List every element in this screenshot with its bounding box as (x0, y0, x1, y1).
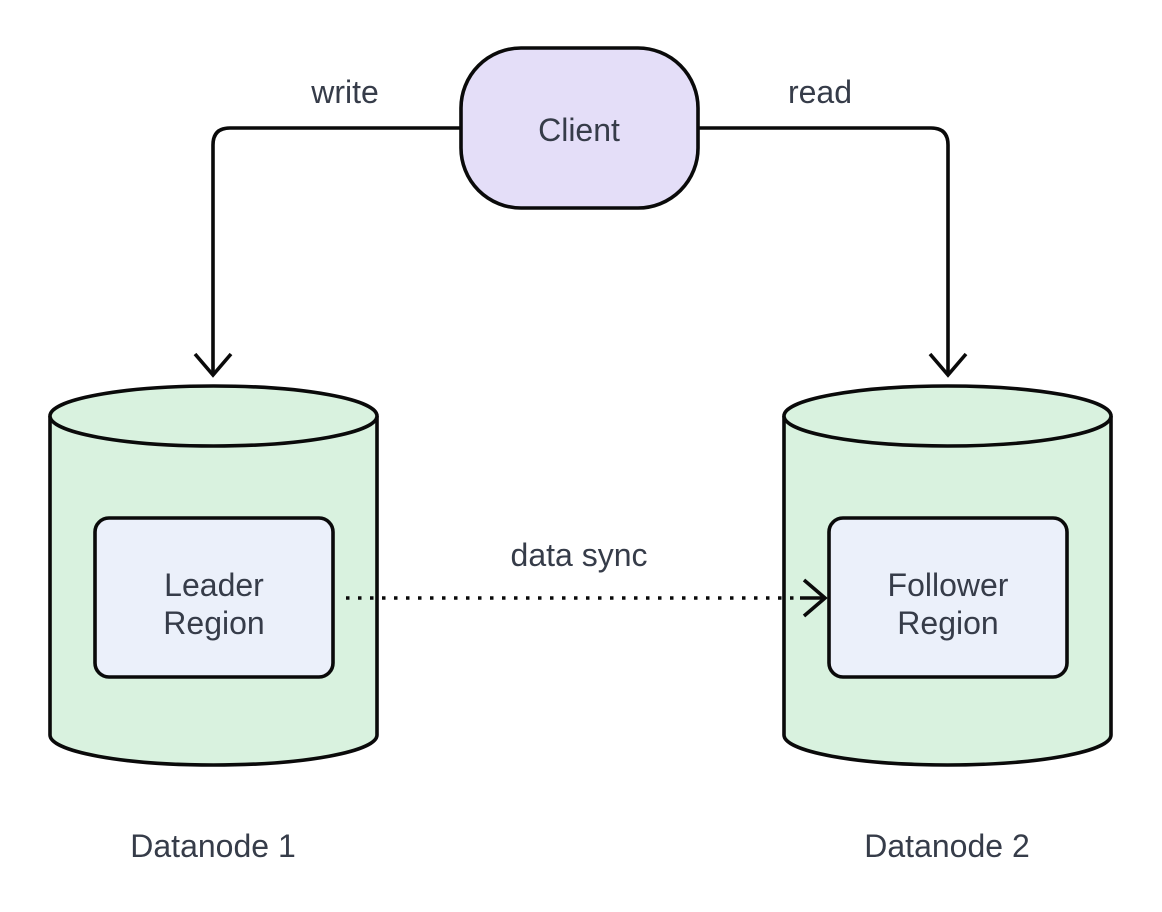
client-label: Client (538, 112, 620, 148)
write-arrowhead-icon (193, 352, 233, 378)
node-follower-region: Follower Region (827, 516, 1069, 679)
follower-region-label-line2: Region (897, 605, 998, 641)
client-shape (459, 46, 700, 210)
edge-write: write (193, 74, 461, 378)
node-leader-region: Leader Region (93, 516, 335, 679)
follower-region-shape (827, 516, 1069, 679)
node-client: Client (459, 46, 700, 210)
edge-read: read (698, 74, 968, 378)
leader-region-label-line2: Region (163, 605, 264, 641)
edge-data-sync: data sync (346, 537, 828, 618)
datanode1-label: Datanode 1 (130, 828, 295, 864)
read-edge-line (698, 126, 950, 373)
read-arrowhead-icon (928, 352, 968, 378)
data-sync-arrowhead-icon (802, 578, 828, 618)
edge-label-data-sync: data sync (511, 537, 648, 573)
follower-region-label-line1: Follower (888, 567, 1009, 603)
edge-label-write: write (310, 74, 379, 110)
datanode1-cylinder-top (48, 384, 379, 448)
edge-label-read: read (788, 74, 852, 110)
datanode2-cylinder-top (782, 384, 1113, 448)
leader-region-shape (93, 516, 335, 679)
write-edge-line (211, 126, 461, 373)
leader-region-label-line1: Leader (164, 567, 264, 603)
datanode2-label: Datanode 2 (864, 828, 1029, 864)
